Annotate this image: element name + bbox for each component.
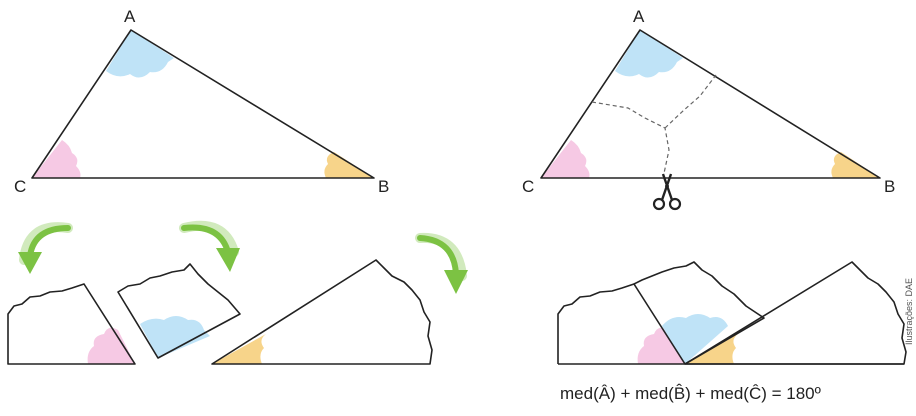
cut-line (591, 101, 670, 179)
curved-arrow-icon (18, 222, 73, 274)
angle-c-fill (541, 140, 590, 178)
vertex-label-c: C (522, 177, 534, 196)
angle-a-fill (140, 316, 210, 358)
torn-piece-outline (7, 283, 136, 365)
angle-a-fill (662, 314, 728, 364)
angle-b-fill (212, 334, 266, 364)
vertex-label-c: C (14, 177, 26, 196)
angle-b-fill (324, 152, 374, 178)
angle-a-fill (106, 30, 174, 78)
illustration-credit: Ilustrações: DAE (904, 277, 914, 345)
assembled-pieces (557, 261, 907, 365)
torn-piece-outline (557, 283, 686, 365)
triangle-left: A C B (14, 7, 389, 196)
triangle-outline (31, 29, 375, 179)
piece-angle-b (211, 259, 433, 365)
piece-angle-a (117, 263, 241, 359)
cut-line (664, 74, 717, 129)
torn-piece-outline (117, 263, 241, 359)
angle-c-fill (32, 140, 81, 178)
triangle-outline (540, 29, 881, 179)
triangle-right: A C B (522, 7, 895, 211)
torn-piece-outline (211, 259, 433, 365)
torn-piece-outline (684, 261, 907, 365)
vertex-label-a: A (633, 7, 645, 26)
torn-piece-outline (633, 261, 765, 365)
scissors-icon (652, 173, 682, 211)
vertex-label-b: B (884, 177, 895, 196)
angle-b-fill (831, 152, 880, 178)
vertex-label-b: B (378, 177, 389, 196)
piece-angle-c (7, 283, 136, 365)
curved-arrow-icon (415, 232, 468, 294)
curved-arrow-icon (179, 220, 240, 272)
angle-c-fill (87, 327, 135, 364)
angle-c-fill (637, 327, 685, 364)
angle-a-fill (615, 30, 683, 78)
angle-sum-formula: med(Â) + med(B̂) + med(Ĉ) = 180º (560, 384, 821, 403)
vertex-label-a: A (124, 7, 136, 26)
